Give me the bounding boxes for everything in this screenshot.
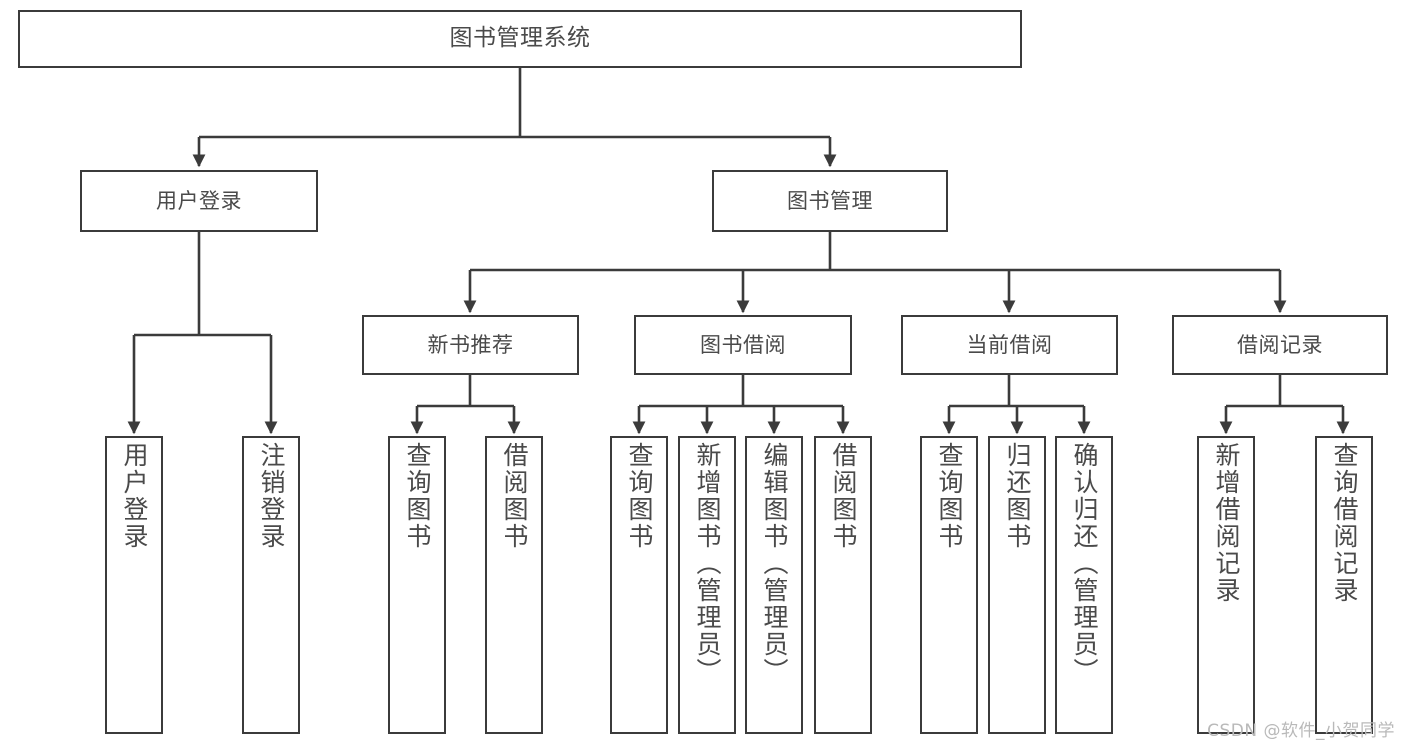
node-label: 确认归还（管理员） [1070, 442, 1099, 685]
node-book-borrow[interactable]: 图书借阅 [634, 315, 852, 375]
node-label: 图书管理 [787, 188, 873, 213]
node-label: 用户登录 [120, 442, 149, 550]
node-new-book-recommend[interactable]: 新书推荐 [362, 315, 579, 375]
node-label: 查询图书 [403, 442, 432, 550]
node-label: 借阅图书 [500, 442, 529, 550]
leaf-borrow-borrow-book[interactable]: 借阅图书 [814, 436, 872, 734]
leaf-user-login-login[interactable]: 用户登录 [105, 436, 163, 734]
node-label: 查询图书 [625, 442, 654, 550]
node-label: 借阅记录 [1237, 332, 1323, 357]
node-book-management[interactable]: 图书管理 [712, 170, 948, 232]
leaf-record-add-record[interactable]: 新增借阅记录 [1197, 436, 1255, 734]
node-label: 归还图书 [1003, 442, 1032, 550]
leaf-borrow-add-book-admin[interactable]: 新增图书（管理员） [678, 436, 736, 734]
leaf-borrow-edit-book-admin[interactable]: 编辑图书（管理员） [745, 436, 803, 734]
node-current-borrow[interactable]: 当前借阅 [901, 315, 1118, 375]
node-label: 新增图书（管理员） [693, 442, 722, 685]
node-user-login[interactable]: 用户登录 [80, 170, 318, 232]
leaf-current-return-book[interactable]: 归还图书 [988, 436, 1046, 734]
node-label: 查询图书 [935, 442, 964, 550]
leaf-record-query-record[interactable]: 查询借阅记录 [1315, 436, 1373, 734]
node-root-system[interactable]: 图书管理系统 [18, 10, 1022, 68]
node-label: 查询借阅记录 [1330, 442, 1359, 604]
node-borrow-record[interactable]: 借阅记录 [1172, 315, 1388, 375]
node-label: 当前借阅 [966, 332, 1053, 357]
leaf-current-confirm-return-admin[interactable]: 确认归还（管理员） [1055, 436, 1113, 734]
leaf-user-login-logout[interactable]: 注销登录 [242, 436, 300, 734]
watermark-csdn: CSDN @软件_小贺同学 [1207, 721, 1395, 741]
leaf-current-query-book[interactable]: 查询图书 [920, 436, 978, 734]
node-label: 新增借阅记录 [1212, 442, 1241, 604]
node-label: 新书推荐 [427, 332, 514, 357]
node-label: 注销登录 [257, 442, 286, 550]
node-label: 编辑图书（管理员） [760, 442, 789, 685]
leaf-recommend-query-book[interactable]: 查询图书 [388, 436, 446, 734]
node-label: 图书管理系统 [449, 25, 591, 52]
node-label: 用户登录 [156, 188, 242, 213]
leaf-recommend-borrow-book[interactable]: 借阅图书 [485, 436, 543, 734]
leaf-borrow-query-book[interactable]: 查询图书 [610, 436, 668, 734]
node-label: 借阅图书 [829, 442, 858, 550]
node-label: 图书借阅 [700, 332, 786, 357]
